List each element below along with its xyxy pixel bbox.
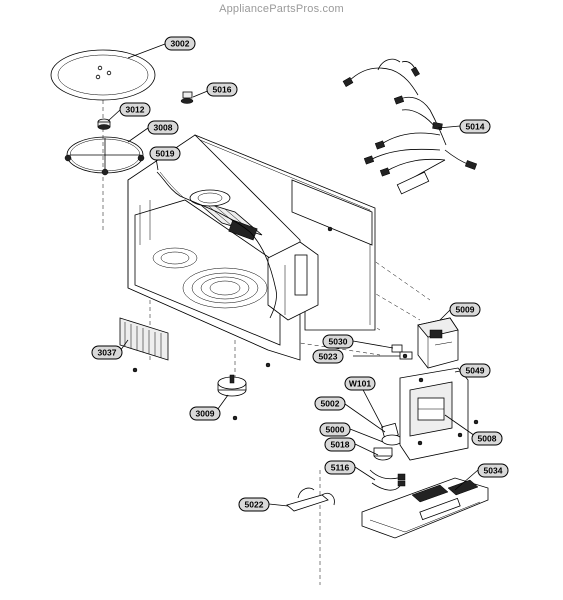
sensors: [391, 344, 413, 360]
label-5000: 5000: [319, 422, 351, 437]
base-plate: [361, 477, 489, 539]
label-5049: 5049: [459, 363, 491, 378]
leader-lines: [107, 43, 479, 507]
svg-text:5002: 5002: [321, 399, 340, 409]
label-5022: 5022: [238, 497, 270, 512]
label-3012: 3012: [119, 102, 151, 117]
label-5009: 5009: [449, 302, 481, 317]
label-5030: 5030: [322, 334, 354, 349]
label-5016: 5016: [206, 82, 238, 97]
label-5019: 5019: [149, 146, 181, 161]
label-5018: 5018: [324, 437, 356, 452]
svg-text:5022: 5022: [245, 500, 264, 510]
wire-5116: [371, 480, 406, 491]
label-3008: 3008: [147, 120, 179, 135]
label-5008: 5008: [471, 431, 503, 446]
oven-cavity: [127, 134, 376, 361]
label-3037: 3037: [91, 345, 123, 360]
capacitor-bracket: [399, 367, 469, 461]
svg-text:5023: 5023: [319, 352, 338, 362]
svg-text:5019: 5019: [156, 149, 175, 159]
svg-text:3012: 3012: [126, 105, 145, 115]
transformer: [417, 317, 459, 369]
label-5034: 5034: [477, 463, 509, 478]
label-5116: 5116: [324, 460, 356, 475]
svg-text:W101: W101: [349, 379, 371, 389]
label-5023: 5023: [312, 349, 344, 364]
svg-text:5034: 5034: [484, 466, 503, 476]
bracket-5022: [286, 487, 335, 512]
svg-text:5018: 5018: [331, 440, 350, 450]
label-3009: 3009: [189, 406, 221, 421]
svg-text:5000: 5000: [326, 425, 345, 435]
svg-text:3008: 3008: [154, 123, 173, 133]
svg-text:5016: 5016: [213, 85, 232, 95]
coupler: [97, 118, 111, 130]
svg-text:5049: 5049: [466, 366, 485, 376]
screws: [132, 226, 479, 425]
high-voltage-parts: [369, 422, 406, 481]
svg-text:5008: 5008: [478, 434, 497, 444]
grille: [119, 317, 169, 361]
svg-text:3002: 3002: [171, 39, 190, 49]
svg-text:3009: 3009: [196, 409, 215, 419]
label-5014: 5014: [459, 119, 491, 134]
svg-text:5030: 5030: [329, 337, 348, 347]
svg-text:3037: 3037: [98, 348, 117, 358]
label-5002: 5002: [314, 396, 346, 411]
svg-text:5116: 5116: [331, 463, 350, 473]
label-3002: 3002: [164, 36, 196, 51]
label-w101: W101: [344, 376, 376, 391]
thermostat: [180, 91, 194, 104]
roller-ring: [64, 136, 145, 176]
svg-text:5009: 5009: [456, 305, 475, 315]
watermark: AppliancePartsPros.com: [219, 3, 344, 15]
turntable-motor: [217, 374, 247, 397]
svg-text:5014: 5014: [466, 122, 485, 132]
wire-5019: [156, 171, 277, 319]
turntable-tray: [50, 49, 156, 101]
